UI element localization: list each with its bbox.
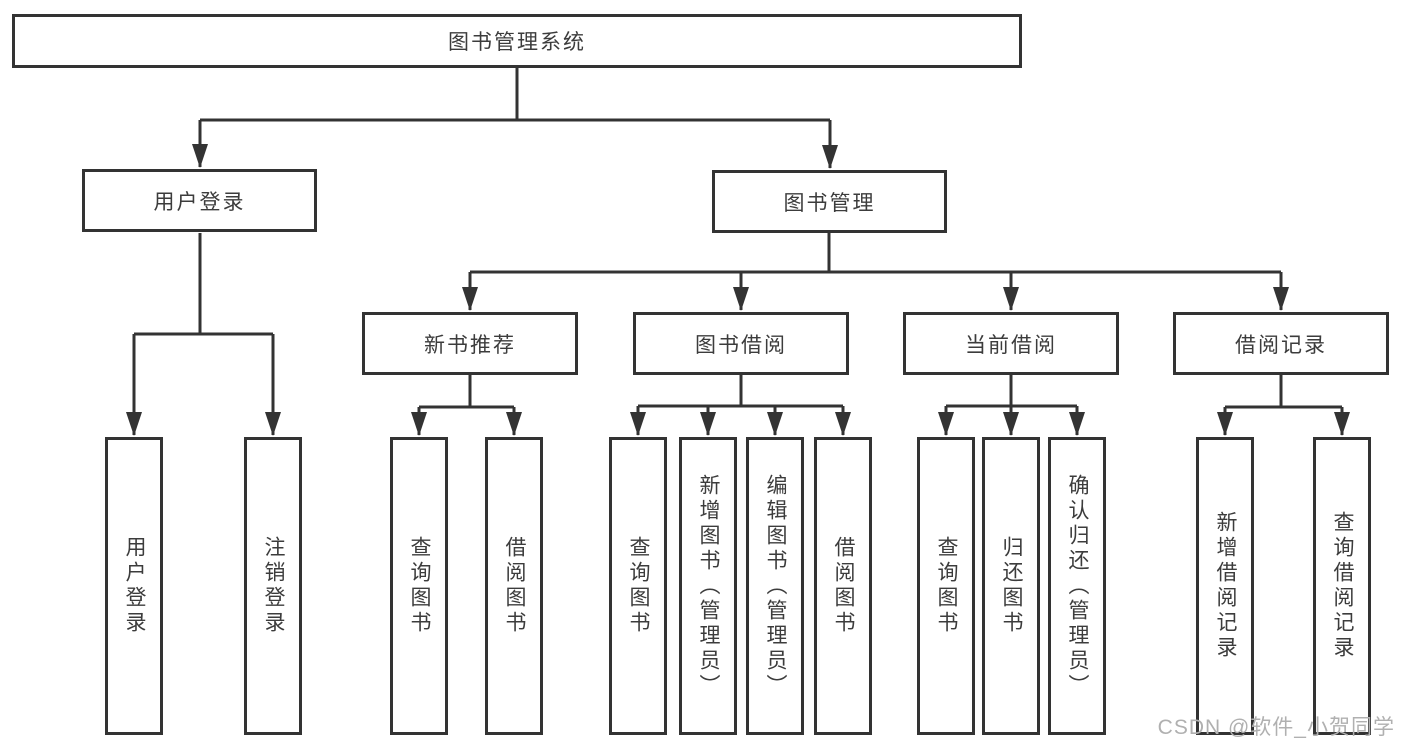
connector-user-login xyxy=(134,233,273,336)
node-root: 图书管理系统 xyxy=(12,14,1022,68)
leaf-borrow-book-recommend: 借阅图书 xyxy=(485,437,543,735)
node-current-borrow-label: 当前借阅 xyxy=(965,333,1057,357)
connector-book-borrow xyxy=(638,375,843,408)
leaf-logout: 注销登录 xyxy=(244,437,302,735)
connector-root xyxy=(200,68,830,122)
node-book-management: 图书管理 xyxy=(712,170,947,233)
leaf-query-book-current: 查询图书 xyxy=(917,437,975,735)
node-user-login: 用户登录 xyxy=(82,169,317,232)
connector-new-book xyxy=(419,375,514,409)
connector-borrow-records xyxy=(1225,375,1342,409)
leaf-user-login: 用户登录 xyxy=(105,437,163,735)
leaf-query-borrow-record: 查询借阅记录 xyxy=(1313,437,1371,735)
node-new-book-recommend: 新书推荐 xyxy=(362,312,578,375)
leaf-confirm-return-admin: 确认归还（管理员） xyxy=(1048,437,1106,735)
node-current-borrow: 当前借阅 xyxy=(903,312,1119,375)
leaf-add-borrow-record: 新增借阅记录 xyxy=(1196,437,1254,735)
leaf-borrow-book: 借阅图书 xyxy=(814,437,872,735)
leaf-return-book: 归还图书 xyxy=(982,437,1040,735)
node-user-login-label: 用户登录 xyxy=(153,190,246,214)
node-new-book-recommend-label: 新书推荐 xyxy=(424,333,516,357)
leaf-query-book-borrow: 查询图书 xyxy=(609,437,667,735)
connector-book-management xyxy=(470,233,1281,274)
leaf-query-book-recommend: 查询图书 xyxy=(390,437,448,735)
node-borrow-records: 借阅记录 xyxy=(1173,312,1389,375)
csdn-watermark: CSDN @软件_小贺同学 xyxy=(1157,716,1395,739)
node-book-management-label: 图书管理 xyxy=(783,191,876,215)
node-book-borrow: 图书借阅 xyxy=(633,312,849,375)
connector-current-borrow xyxy=(946,375,1077,408)
node-root-label: 图书管理系统 xyxy=(448,31,586,54)
leaf-edit-book-admin: 编辑图书（管理员） xyxy=(746,437,804,735)
node-borrow-records-label: 借阅记录 xyxy=(1235,333,1327,357)
node-book-borrow-label: 图书借阅 xyxy=(695,333,787,357)
leaf-add-book-admin: 新增图书（管理员） xyxy=(679,437,737,735)
